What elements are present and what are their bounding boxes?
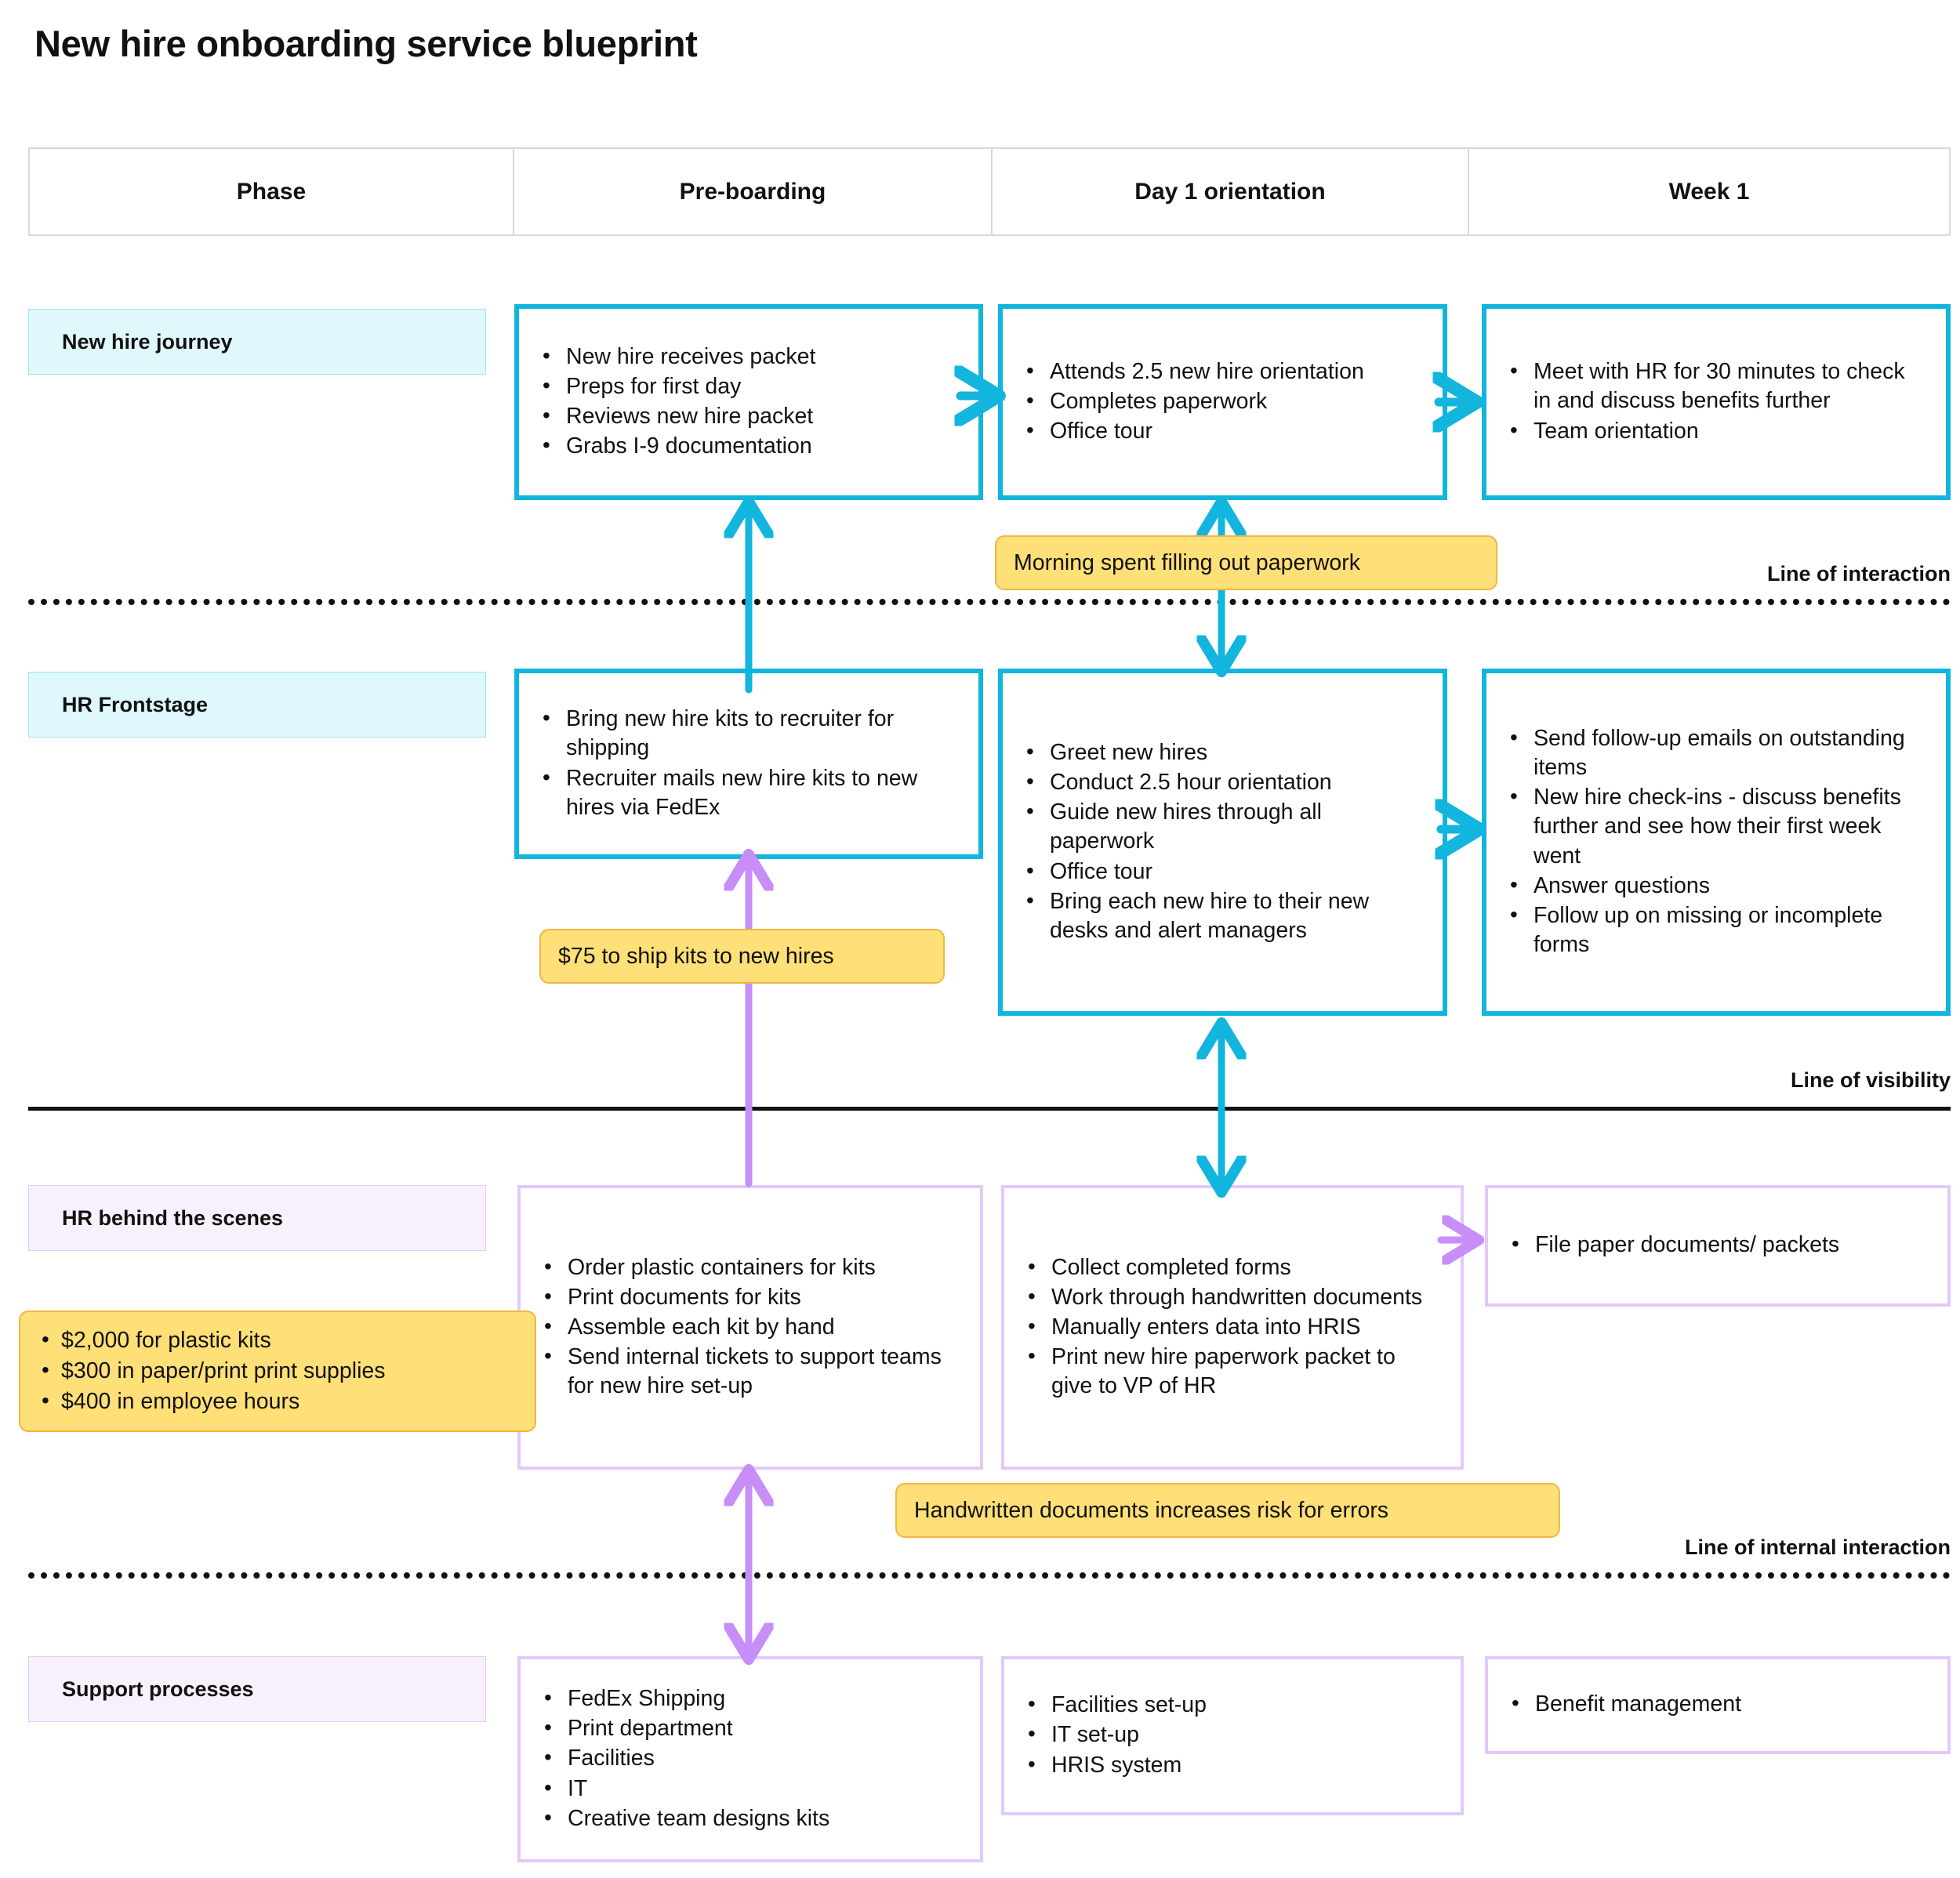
cell-journey-day-1-orientation: Attends 2.5 new hire orientation Complet… <box>998 304 1447 500</box>
list-item: Collect completed forms <box>1028 1253 1440 1282</box>
list-item: Work through handwritten documents <box>1028 1282 1440 1312</box>
header-cell-phase: Phase <box>28 147 514 236</box>
list-item: $300 in paper/print print supplies <box>42 1355 521 1387</box>
line-of-visibility-label: Line of visibility <box>1790 1068 1951 1092</box>
callout-shipping-cost: $75 to ship kits to new hires <box>539 929 945 984</box>
line-of-internal-interaction <box>28 1572 1951 1579</box>
cell-support-pre-boarding: FedEx Shipping Print department Faciliti… <box>517 1656 983 1862</box>
page-title: New hire onboarding service blueprint <box>34 23 698 64</box>
list-item: Bring each new hire to their new desks a… <box>1026 886 1422 945</box>
cell-journey-pre-boarding: New hire receives packet Preps for first… <box>514 304 983 500</box>
list-item: Facilities <box>544 1743 960 1773</box>
list-item: Print documents for kits <box>544 1282 960 1312</box>
list-item: Completes paperwork <box>1026 386 1422 416</box>
line-of-visibility <box>28 1107 1951 1111</box>
row-label-hr-frontstage: HR Frontstage <box>28 672 486 738</box>
list-item: New hire check-ins - discuss benefits fu… <box>1510 782 1926 870</box>
row-label-hr-behind-the-scenes: HR behind the scenes <box>28 1185 486 1251</box>
cell-journey-week-1: Meet with HR for 30 minutes to check in … <box>1482 304 1951 500</box>
line-of-interaction-label: Line of interaction <box>1766 562 1951 586</box>
list-item: Recruiter mails new hire kits to new hir… <box>543 763 958 822</box>
cell-backstage-day-1-orientation: Collect completed forms Work through han… <box>1001 1185 1464 1470</box>
header-cell-day-1-orientation: Day 1 orientation <box>991 147 1469 236</box>
list-item: Print new hire paperwork packet to give … <box>1028 1342 1440 1401</box>
cell-frontstage-day-1-orientation: Greet new hires Conduct 2.5 hour orienta… <box>998 669 1447 1016</box>
cell-support-day-1-orientation: Facilities set-up IT set-up HRIS system <box>1001 1656 1464 1815</box>
list-item: Print department <box>544 1713 960 1743</box>
list-item: HRIS system <box>1028 1750 1440 1780</box>
list-item: $2,000 for plastic kits <box>42 1324 521 1356</box>
list-item: $400 in employee hours <box>42 1386 521 1417</box>
line-of-internal-interaction-label: Line of internal interaction <box>1684 1535 1951 1559</box>
list-item: File paper documents/ packets <box>1512 1230 1927 1260</box>
list-item: Assemble each kit by hand <box>544 1312 960 1342</box>
header-cell-week-1: Week 1 <box>1468 147 1951 236</box>
cell-support-week-1: Benefit management <box>1485 1656 1951 1754</box>
list-item: Order plastic containers for kits <box>544 1253 960 1282</box>
list-item: IT set-up <box>1028 1720 1440 1749</box>
list-item: Attends 2.5 new hire orientation <box>1026 357 1422 386</box>
list-item: Grabs I-9 documentation <box>543 431 958 461</box>
list-item: Facilities set-up <box>1028 1690 1440 1720</box>
row-label-support-processes: Support processes <box>28 1656 486 1722</box>
list-item: Send follow-up emails on outstanding ite… <box>1510 723 1926 782</box>
list-item: Follow up on missing or incomplete forms <box>1510 901 1926 959</box>
callout-morning-paperwork: Morning spent filling out paperwork <box>995 535 1497 590</box>
list-item: New hire receives packet <box>543 342 958 372</box>
list-item: Office tour <box>1026 416 1422 446</box>
list-item: Preps for first day <box>543 372 958 401</box>
list-item: Reviews new hire packet <box>543 401 958 431</box>
callout-cost-breakdown: $2,000 for plastic kits $300 in paper/pr… <box>19 1311 536 1432</box>
list-item: Answer questions <box>1510 871 1926 901</box>
list-item: IT <box>544 1774 960 1804</box>
list-item: Meet with HR for 30 minutes to check in … <box>1510 357 1926 415</box>
row-label-new-hire-journey: New hire journey <box>28 309 486 375</box>
list-item: Benefit management <box>1512 1689 1927 1719</box>
cell-backstage-pre-boarding: Order plastic containers for kits Print … <box>517 1185 983 1470</box>
list-item: Bring new hire kits to recruiter for shi… <box>543 704 958 763</box>
cell-frontstage-pre-boarding: Bring new hire kits to recruiter for shi… <box>514 669 983 859</box>
cell-frontstage-week-1: Send follow-up emails on outstanding ite… <box>1482 669 1951 1016</box>
list-item: FedEx Shipping <box>544 1684 960 1713</box>
list-item: Guide new hires through all paperwork <box>1026 797 1422 856</box>
list-item: Manually enters data into HRIS <box>1028 1312 1440 1342</box>
header-cell-pre-boarding: Pre-boarding <box>513 147 993 236</box>
line-of-interaction <box>28 599 1951 605</box>
callout-handwritten-risk: Handwritten documents increases risk for… <box>895 1483 1560 1538</box>
list-item: Conduct 2.5 hour orientation <box>1026 767 1422 797</box>
list-item: Greet new hires <box>1026 738 1422 767</box>
list-item: Office tour <box>1026 857 1422 886</box>
list-item: Creative team designs kits <box>544 1804 960 1833</box>
list-item: Send internal tickets to support teams f… <box>544 1342 960 1401</box>
cell-backstage-week-1: File paper documents/ packets <box>1485 1185 1951 1307</box>
list-item: Team orientation <box>1510 416 1926 446</box>
